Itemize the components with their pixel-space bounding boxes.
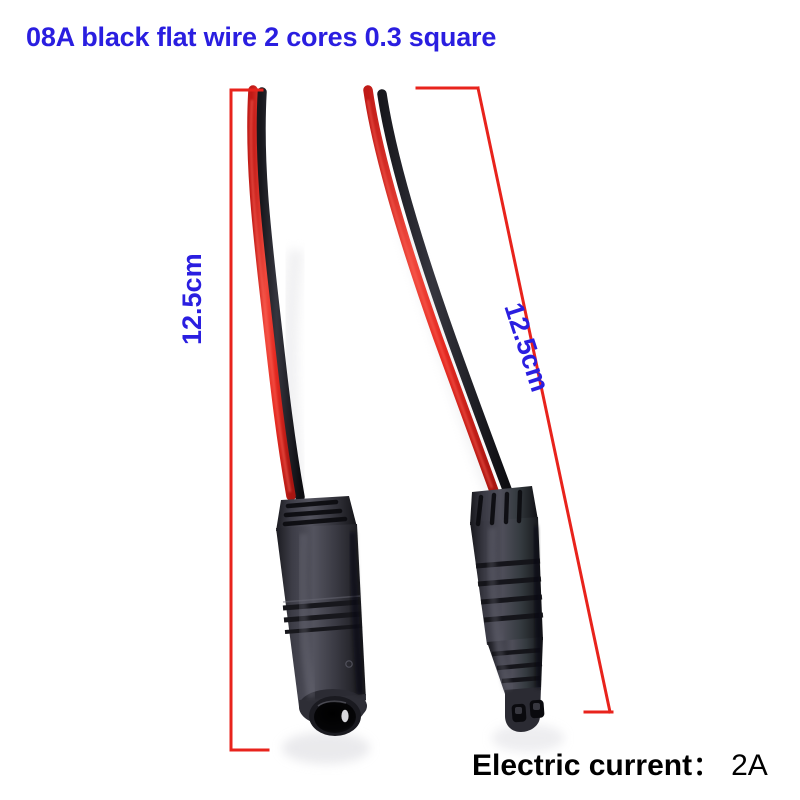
electric-current-label: Electric current [472, 749, 693, 782]
right-socket-slot-2-sheen [533, 703, 540, 710]
left-cable-assembly [247, 85, 370, 764]
right-socket-slot-1-sheen [515, 707, 522, 714]
left-shadow [282, 732, 370, 764]
left-connector-edge-shade [348, 531, 364, 695]
right-wire-highlight [366, 99, 494, 489]
left-connector-highlight [297, 533, 317, 699]
left-socket-hole [314, 701, 356, 733]
right-connector-highlight [487, 527, 512, 692]
right-two-pin-sockets [511, 699, 545, 723]
left-connector-ring-band [282, 595, 363, 634]
dimension-annotations [229, 86, 614, 752]
left-connector-grooves [282, 499, 348, 527]
electric-current-annotation: Electric current ： 2A [472, 746, 768, 783]
right-dimension-line [476, 86, 612, 714]
left-wire-highlight [249, 99, 292, 493]
electric-current-separator: ： [693, 751, 720, 781]
right-cable-assembly [363, 85, 564, 752]
left-dimension-label: 12.5cm [177, 253, 207, 345]
right-connector-edge-shade [532, 525, 542, 689]
right-shadow [492, 724, 564, 752]
right-wire-black-conductor [377, 89, 513, 497]
electric-current-value: 2A [731, 749, 768, 782]
left-connector-mold-mark [345, 660, 353, 668]
left-socket-center-pin [341, 709, 349, 723]
page-title: 08A black flat wire 2 cores 0.3 square [26, 22, 497, 52]
right-connector-grooves [475, 489, 523, 527]
left-socket-rim-highlight [317, 700, 347, 707]
left-wire-black-conductor [256, 87, 305, 502]
